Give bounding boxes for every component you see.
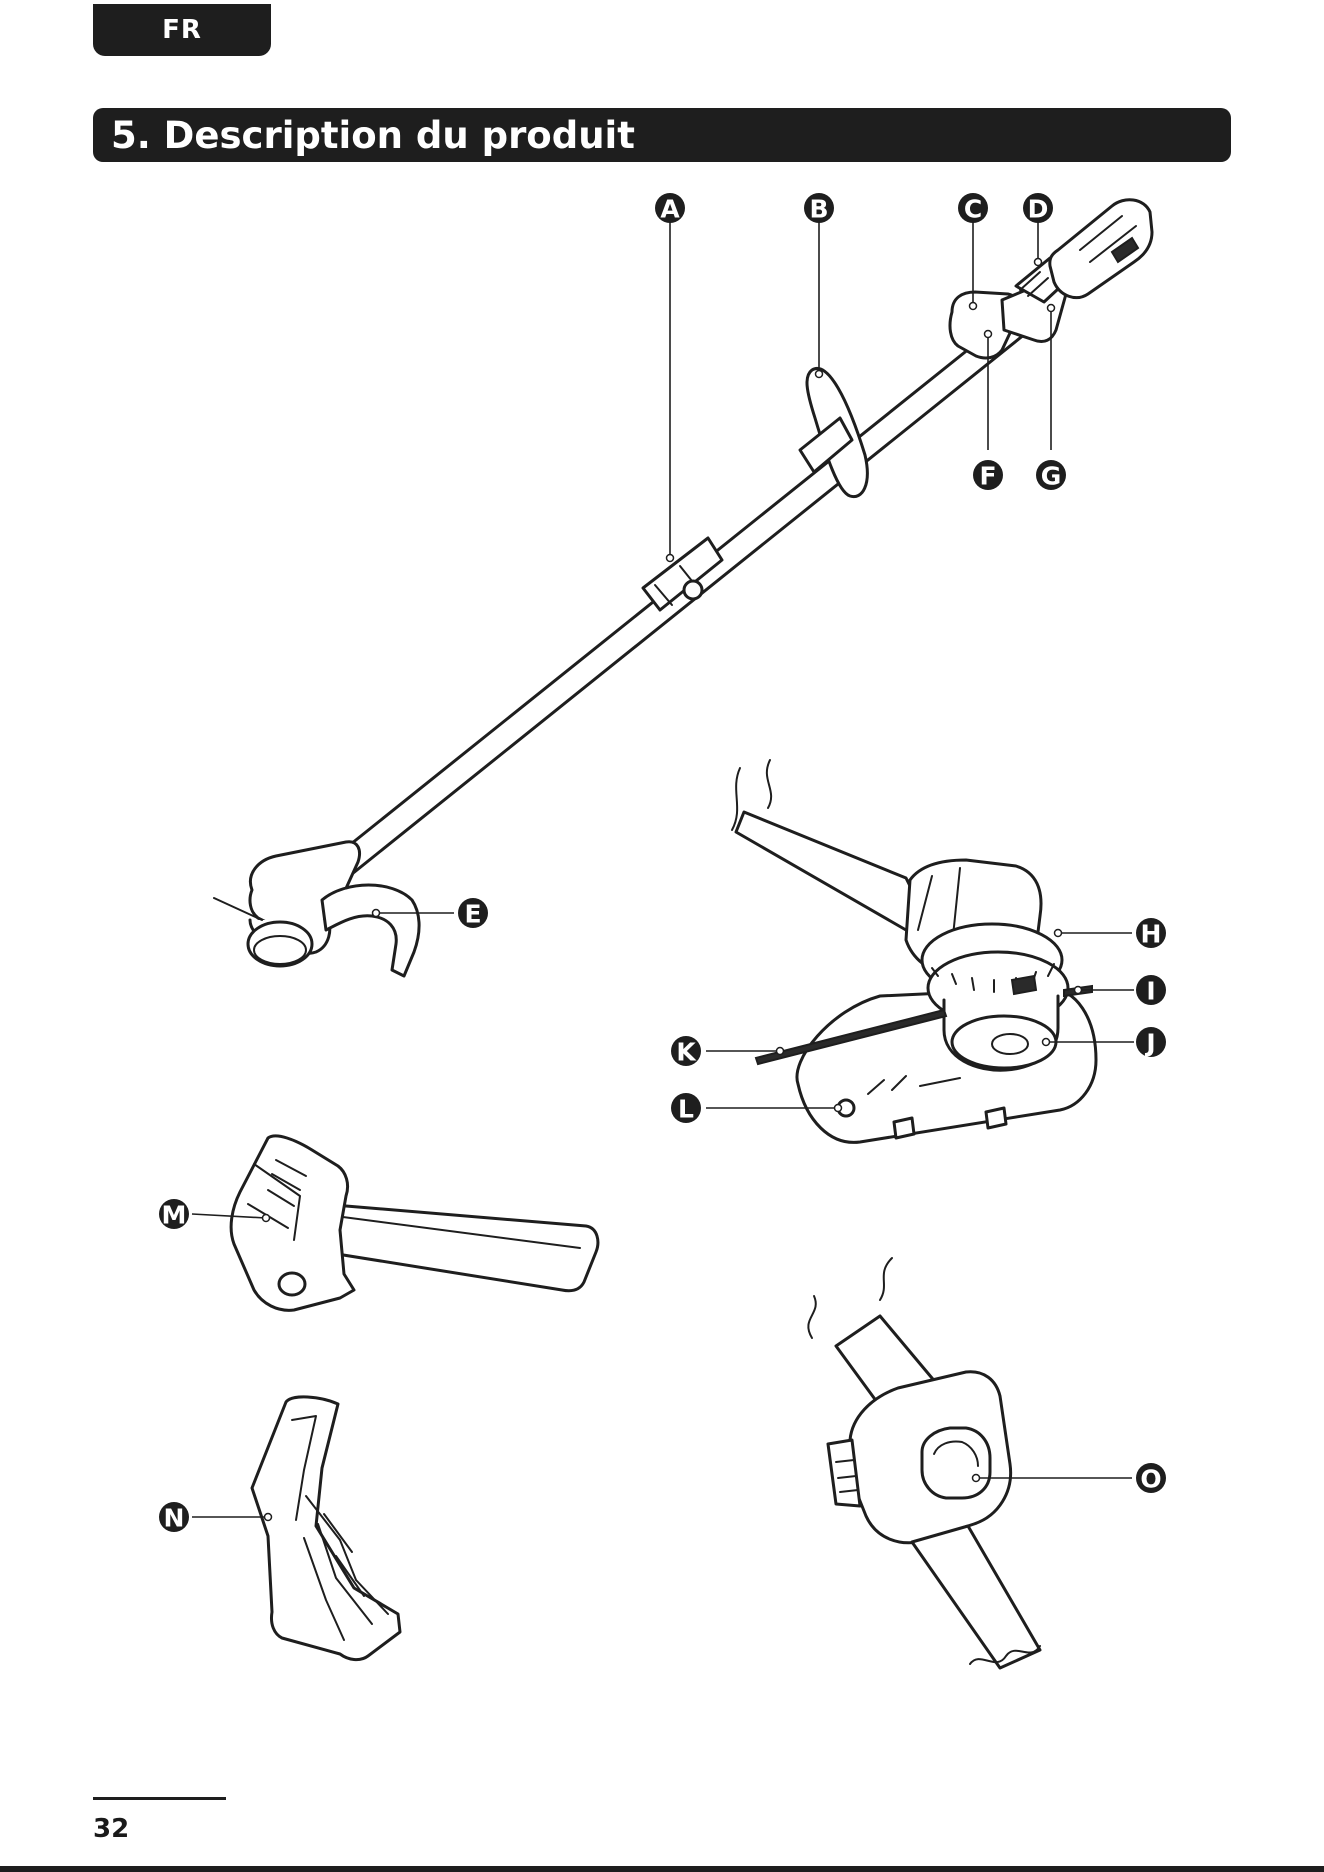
svg-text:A: A — [660, 195, 680, 224]
callout-i: I — [1136, 975, 1166, 1006]
bottom-edge-bar — [0, 1866, 1324, 1872]
callout-b: B — [804, 193, 834, 224]
svg-text:L: L — [678, 1095, 694, 1124]
svg-text:I: I — [1146, 977, 1155, 1006]
svg-text:H: H — [1141, 920, 1162, 949]
guard-extension-detail-drawing — [252, 1397, 400, 1660]
callout-g: G — [1036, 460, 1066, 491]
callout-j: J — [1136, 1027, 1166, 1058]
svg-text:K: K — [676, 1038, 697, 1067]
callout-k: K — [671, 1036, 701, 1067]
svg-text:O: O — [1140, 1465, 1161, 1494]
cutting-head-detail-drawing — [732, 760, 1096, 1142]
svg-text:F: F — [979, 462, 996, 491]
callout-m: M — [159, 1199, 189, 1230]
footer-rule — [93, 1797, 226, 1800]
assist-handle-detail-drawing — [231, 1136, 598, 1310]
callout-n: N — [159, 1502, 189, 1533]
callout-c: C — [958, 193, 988, 224]
callout-f: F — [973, 460, 1003, 491]
svg-text:M: M — [162, 1201, 187, 1230]
callout-o: O — [1136, 1463, 1166, 1494]
motor-housing-detail-drawing — [808, 1258, 1040, 1668]
svg-text:N: N — [164, 1504, 185, 1533]
callout-h: H — [1136, 918, 1166, 949]
callout-d: D — [1023, 193, 1053, 224]
trimmer-main-drawing — [214, 200, 1152, 976]
callout-a: A — [655, 193, 685, 224]
page-number: 32 — [93, 1814, 129, 1844]
svg-text:B: B — [809, 195, 828, 224]
svg-text:G: G — [1041, 462, 1062, 491]
svg-text:C: C — [964, 195, 982, 224]
callout-e: E — [458, 898, 488, 929]
callout-l: L — [671, 1093, 701, 1124]
svg-text:E: E — [464, 900, 481, 929]
svg-text:D: D — [1028, 195, 1049, 224]
svg-text:J: J — [1144, 1029, 1155, 1058]
